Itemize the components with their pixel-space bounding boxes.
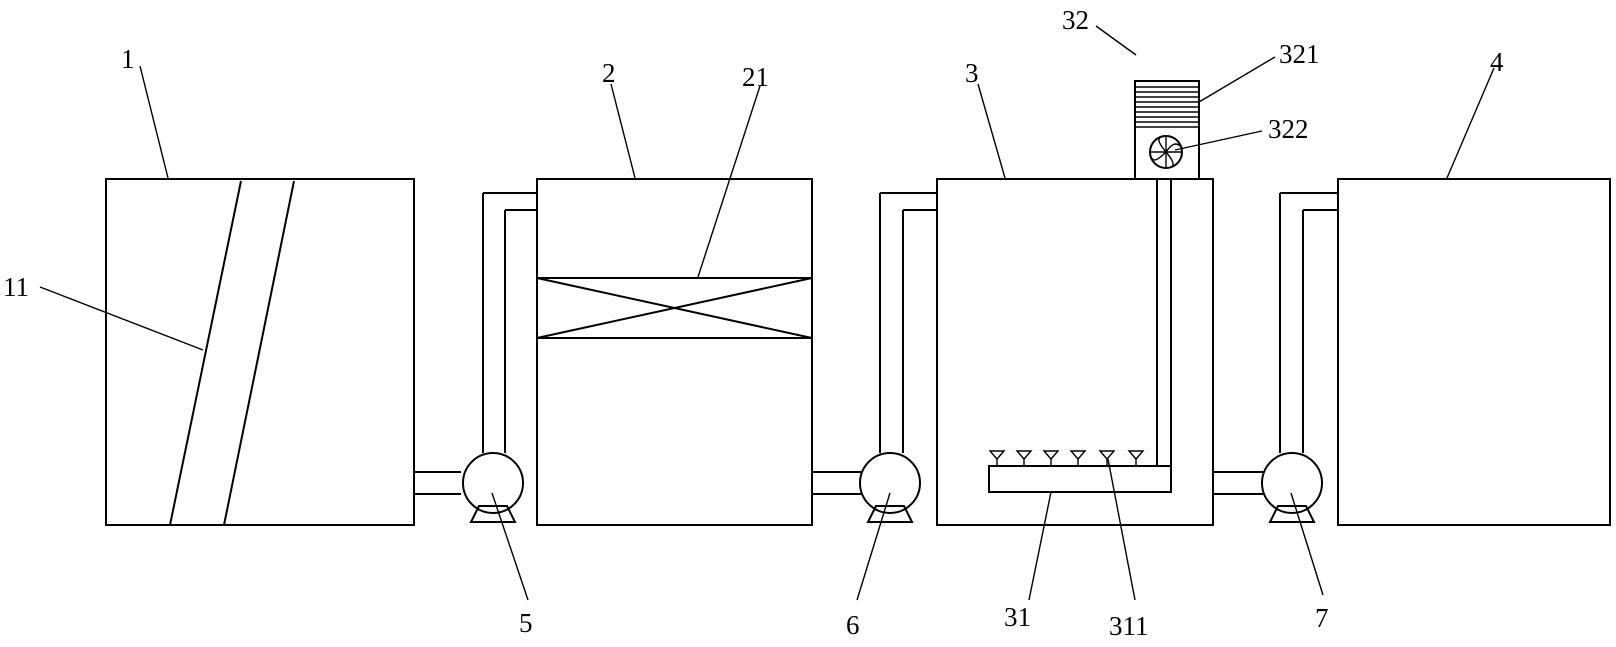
tank-3 (936, 178, 1214, 526)
fan-icon (1149, 135, 1183, 169)
tank-4 (1337, 178, 1611, 526)
slope-line-left (169, 180, 242, 526)
tank-1 (105, 178, 415, 526)
label-grille-321: 321 (1279, 39, 1320, 69)
aeration-pipe (988, 465, 1172, 493)
pump-5 (414, 192, 537, 523)
label-tank-1: 1 (121, 44, 135, 74)
tank-2 (536, 178, 813, 526)
pump-6 (812, 192, 937, 523)
label-blower-32: 32 (1062, 5, 1089, 35)
aeration-nozzles (988, 450, 1145, 466)
blower-grille (1135, 86, 1199, 128)
label-tank-2: 2 (602, 58, 616, 88)
packing-layer (536, 277, 813, 339)
label-pump-7: 7 (1315, 603, 1329, 633)
blower-unit (1134, 80, 1200, 180)
label-fan-322: 322 (1268, 114, 1309, 144)
label-pump-5: 5 (519, 608, 533, 638)
label-packing-21: 21 (742, 62, 769, 92)
label-slope-11: 11 (3, 272, 29, 302)
label-pump-6: 6 (846, 610, 860, 640)
label-tank-4: 4 (1490, 47, 1504, 77)
label-nozzle-311: 311 (1109, 611, 1149, 641)
leader-lines (39, 25, 1495, 601)
label-tank-3: 3 (965, 58, 979, 88)
pump-7 (1213, 192, 1338, 523)
slope-line-right (223, 180, 295, 526)
label-aerator-31: 31 (1004, 602, 1031, 632)
